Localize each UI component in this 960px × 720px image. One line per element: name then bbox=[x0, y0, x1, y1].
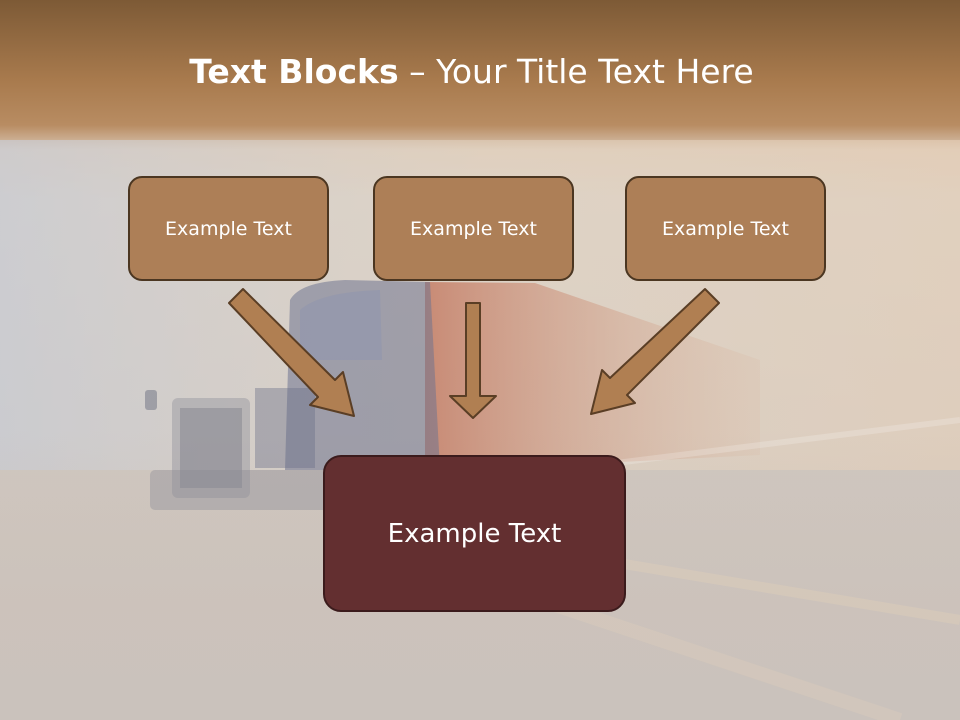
text-block-3[interactable]: Example Text bbox=[625, 176, 826, 281]
text-block-3-label: Example Text bbox=[662, 217, 789, 240]
text-block-1[interactable]: Example Text bbox=[128, 176, 329, 281]
title-bold: Text Blocks bbox=[189, 52, 399, 91]
slide-title: Text Blocks – Your Title Text Here bbox=[0, 52, 943, 91]
arrow-left-icon bbox=[228, 288, 355, 417]
title-dash: – bbox=[398, 52, 437, 91]
title-rest: Your Title Text Here bbox=[436, 52, 754, 91]
text-block-2-label: Example Text bbox=[410, 217, 537, 240]
arrow-center-icon bbox=[449, 302, 497, 419]
text-block-1-label: Example Text bbox=[165, 217, 292, 240]
text-block-2[interactable]: Example Text bbox=[373, 176, 574, 281]
arrow-right-icon bbox=[590, 288, 720, 415]
main-text-block-label: Example Text bbox=[387, 518, 562, 549]
main-text-block[interactable]: Example Text bbox=[323, 455, 626, 612]
